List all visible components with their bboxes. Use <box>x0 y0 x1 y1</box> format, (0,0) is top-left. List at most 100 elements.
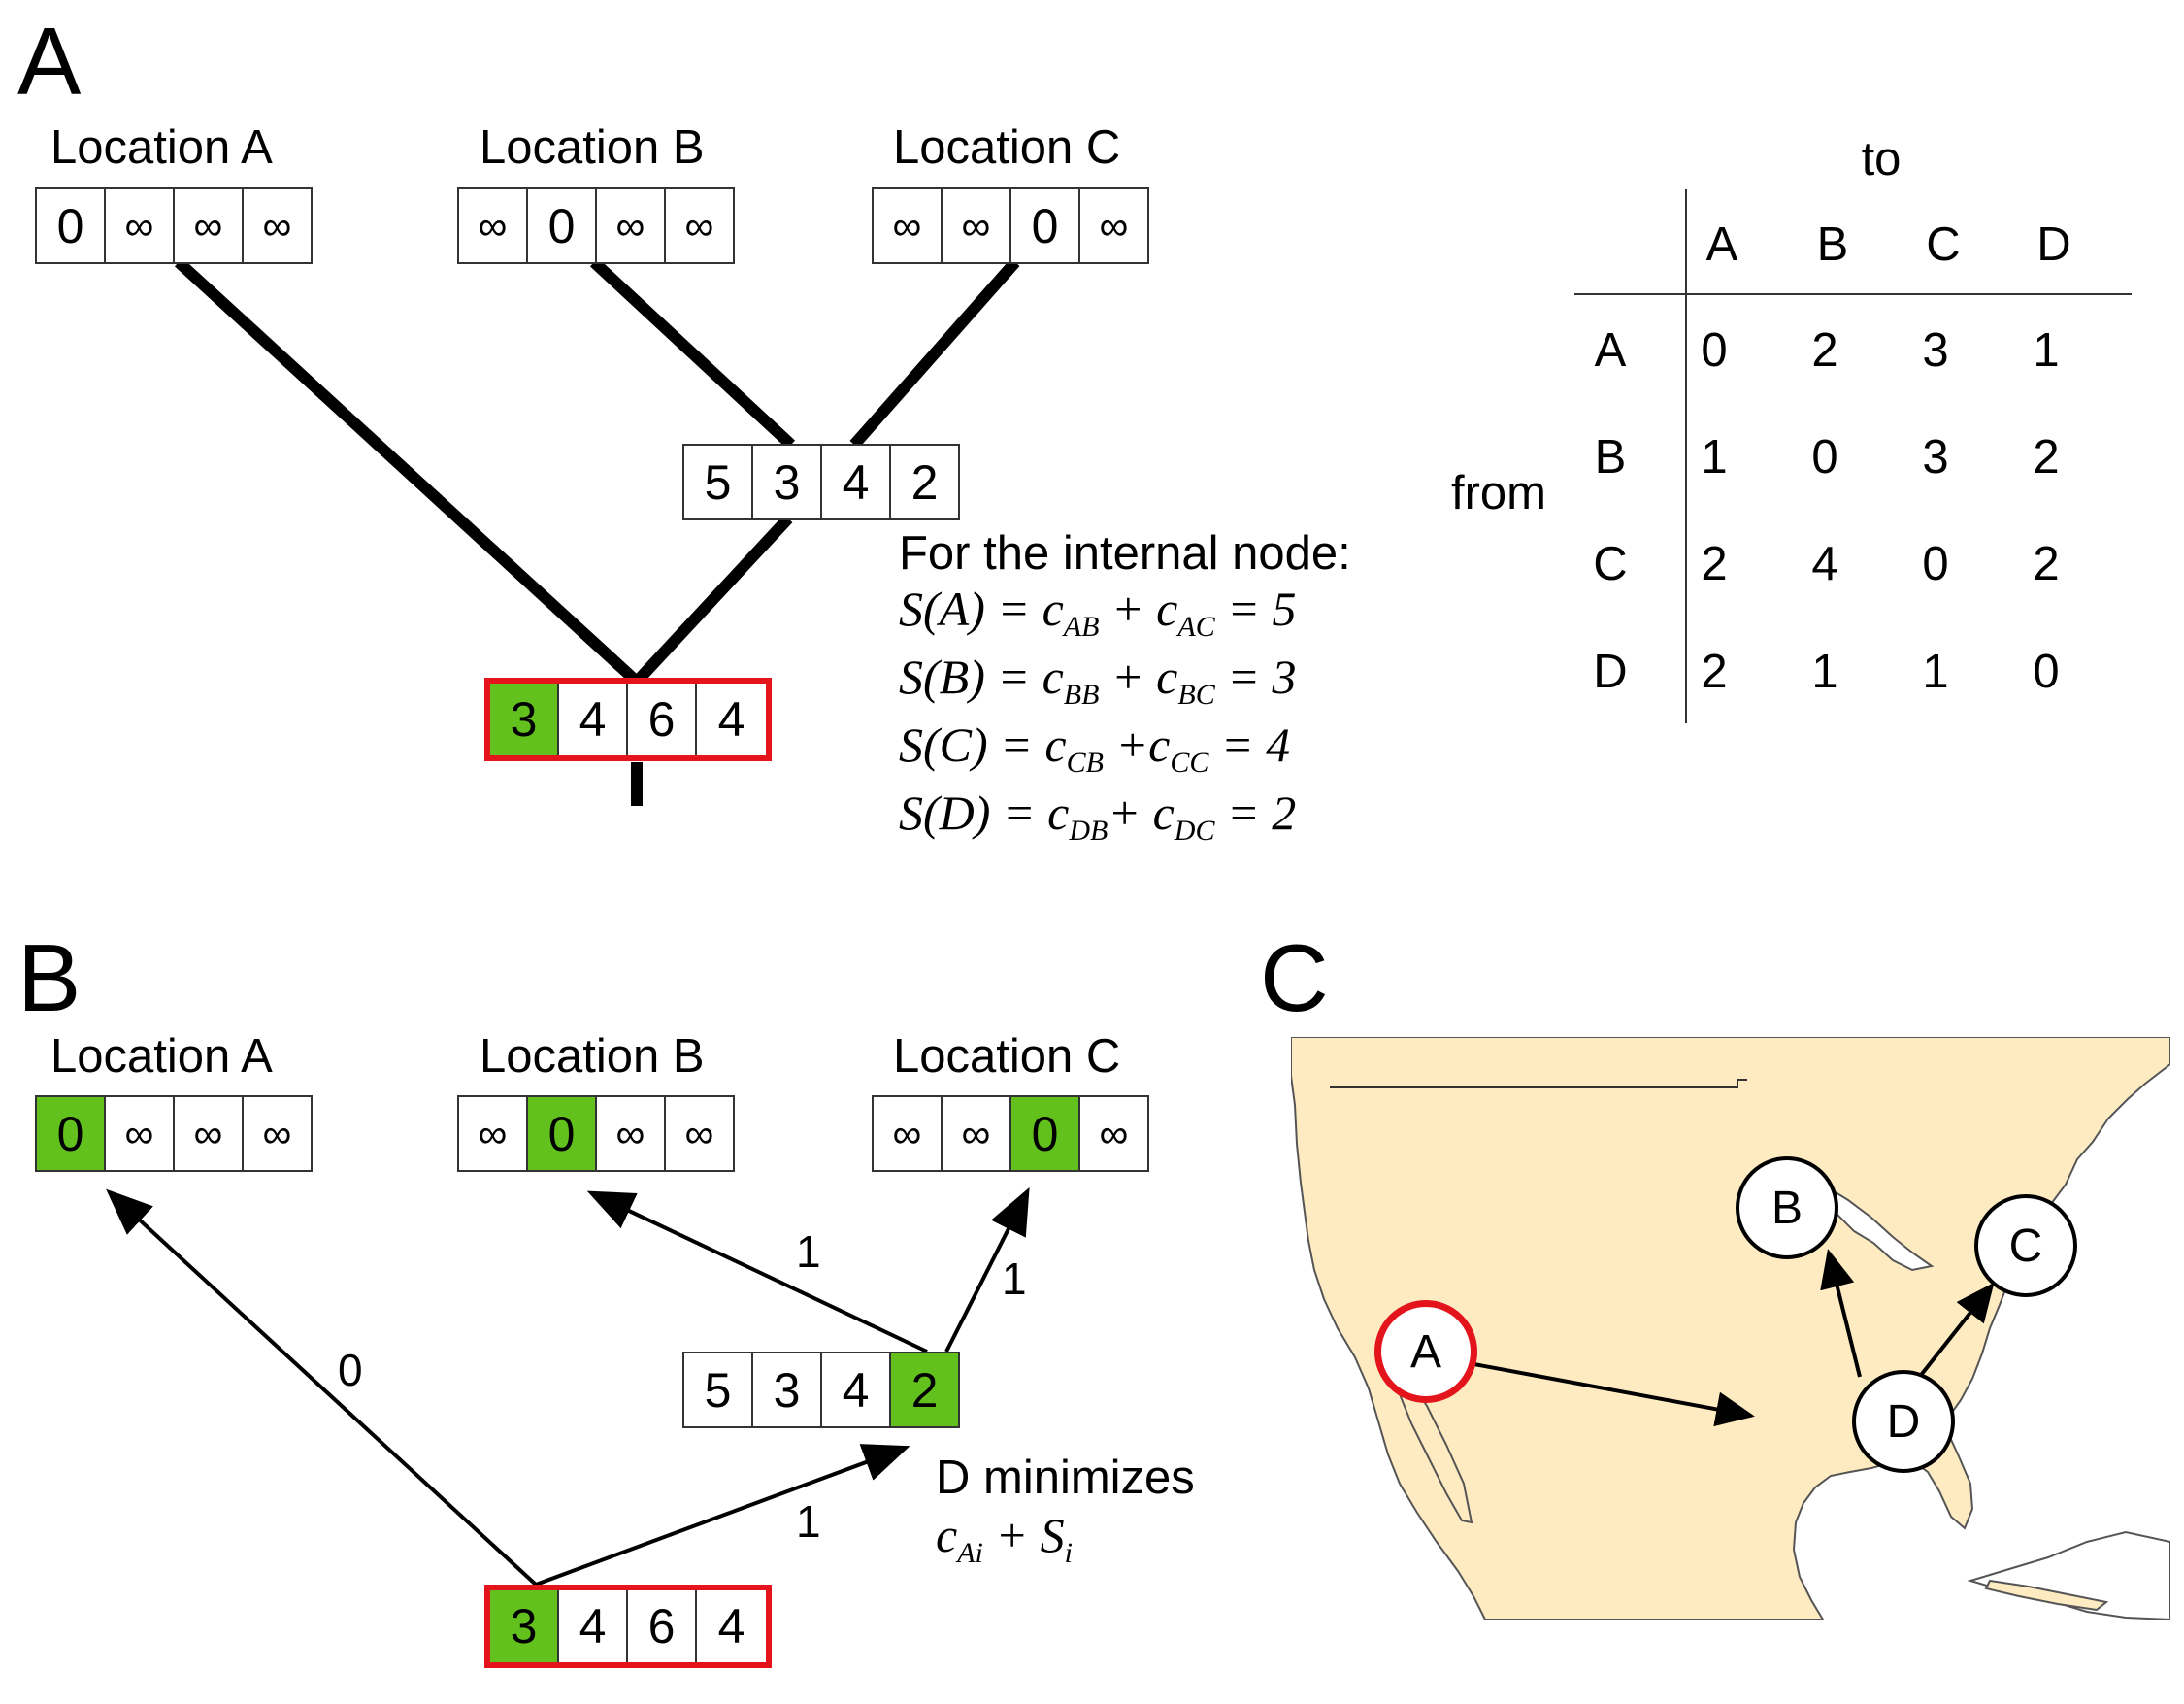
weight-to-a: 0 <box>338 1345 363 1395</box>
cell: ∞ <box>175 1097 244 1172</box>
map-node-a: A <box>1374 1300 1477 1403</box>
cell: 3 <box>753 1353 822 1428</box>
matrix-cell: 1 <box>2033 324 2060 377</box>
location-b-label-b: Location B <box>480 1030 705 1083</box>
location-c-label-b: Location C <box>893 1030 1121 1083</box>
arrow-root-to-a <box>106 1188 538 1587</box>
panel-a-letter: A <box>17 8 82 115</box>
formula-title: For the internal node: <box>899 527 1351 580</box>
map-node-b: B <box>1736 1156 1838 1259</box>
matrix-row-header: B <box>1594 431 1627 484</box>
leaf-vector-c: ∞ ∞ 0 ∞ <box>872 187 1149 264</box>
matrix-col-header: D <box>2036 218 2071 271</box>
formula-s-d: S(D) = cDB+ cDC = 2 <box>899 785 1297 847</box>
cell: 0 <box>528 189 597 264</box>
matrix-cell: 0 <box>1701 324 1728 377</box>
matrix-col-header: C <box>1926 218 1961 271</box>
weight-to-c: 1 <box>1002 1253 1027 1304</box>
cell: 0 <box>1011 189 1080 264</box>
weight-to-internal: 1 <box>796 1496 821 1547</box>
arrow-internal-to-b <box>586 1190 928 1353</box>
cell: 0 <box>1011 1097 1080 1172</box>
cell: ∞ <box>1080 189 1149 264</box>
matrix-cell: 3 <box>1922 324 1949 377</box>
cell: 6 <box>628 1590 697 1662</box>
cell: ∞ <box>943 1097 1011 1172</box>
cell: 6 <box>628 684 697 755</box>
cell: ∞ <box>244 1097 313 1172</box>
cell: ∞ <box>1080 1097 1149 1172</box>
matrix-cell: 2 <box>1811 324 1838 377</box>
location-b-label: Location B <box>480 121 705 174</box>
cell: ∞ <box>244 189 313 264</box>
internal-vector-a: 5 3 4 2 <box>682 444 960 520</box>
cell: ∞ <box>459 189 528 264</box>
cell: ∞ <box>459 1097 528 1172</box>
leaf-vector-b: ∞ 0 ∞ ∞ <box>457 187 735 264</box>
cell: 4 <box>559 684 628 755</box>
cell: 4 <box>822 1353 891 1428</box>
cell: ∞ <box>874 1097 943 1172</box>
matrix-cell: 2 <box>1701 646 1728 698</box>
matrix-row-header: C <box>1593 538 1628 590</box>
matrix-cell: 0 <box>1922 538 1949 590</box>
matrix-cell: 2 <box>1701 538 1728 590</box>
leaf-vector-a-b: 0 ∞ ∞ ∞ <box>35 1095 313 1172</box>
internal-vector-b: 5 3 4 2 <box>682 1352 960 1428</box>
baja <box>1398 1374 1473 1524</box>
cuba <box>1984 1579 2109 1612</box>
cell: 4 <box>822 446 891 520</box>
panel-c-letter: C <box>1260 924 1329 1031</box>
matrix-col-header: A <box>1705 218 1738 271</box>
edge-a-leaf-c <box>849 258 1020 449</box>
matrix-to-label: to <box>1861 133 1902 185</box>
matrix-cell: 4 <box>1811 538 1838 590</box>
matrix-horizontal-rule <box>1574 293 2132 295</box>
cell: 2 <box>891 1353 960 1428</box>
cell: ∞ <box>943 189 1011 264</box>
cell: 4 <box>697 684 766 755</box>
edge-d-b <box>1820 1249 1862 1378</box>
formula-s-b: S(B) = cBB + cBC = 3 <box>899 650 1297 711</box>
matrix-cell: 0 <box>2033 646 2060 698</box>
matrix-row-header: A <box>1594 324 1627 377</box>
matrix-cell: 1 <box>1701 431 1728 484</box>
cell: ∞ <box>874 189 943 264</box>
cost-matrix: to from A B C D A B C D 0 2 3 1 1 0 3 2 … <box>1451 133 2071 698</box>
canada-border <box>1330 1079 1747 1088</box>
cell: 5 <box>684 1353 753 1428</box>
weight-to-b: 1 <box>796 1226 821 1277</box>
edge-a-leaf-b <box>589 257 796 450</box>
cell: ∞ <box>106 1097 175 1172</box>
map-node-c: C <box>1974 1194 2077 1297</box>
root-vector-a: 3 4 6 4 <box>484 678 772 761</box>
leaf-vector-c-b: ∞ ∞ 0 ∞ <box>872 1095 1149 1172</box>
location-c-label: Location C <box>893 121 1121 174</box>
matrix-cell: 2 <box>2033 431 2060 484</box>
cell: ∞ <box>597 1097 666 1172</box>
formula-s-c: S(C) = cCB +cCC = 4 <box>899 718 1291 779</box>
cell: ∞ <box>106 189 175 264</box>
matrix-cell: 1 <box>1922 646 1949 698</box>
cell: 3 <box>753 446 822 520</box>
minimizes-note: D minimizes <box>936 1452 1195 1504</box>
matrix-cell: 0 <box>1811 431 1838 484</box>
cell: ∞ <box>597 189 666 264</box>
matrix-vertical-rule <box>1685 189 1687 723</box>
cell: 5 <box>684 446 753 520</box>
cell: ∞ <box>175 189 244 264</box>
panel-b-letter: B <box>17 924 82 1031</box>
edge-d-c <box>1916 1282 1995 1381</box>
matrix-col-header: B <box>1816 218 1849 271</box>
cell: 3 <box>490 684 559 755</box>
matrix-row-header: D <box>1593 646 1628 698</box>
leaf-vector-a: 0 ∞ ∞ ∞ <box>35 187 313 264</box>
matrix-cell: 3 <box>1922 431 1949 484</box>
cell: ∞ <box>666 189 735 264</box>
edge-a-d <box>1426 1353 1755 1427</box>
cell: 4 <box>559 1590 628 1662</box>
root-vector-b: 3 4 6 4 <box>484 1585 772 1668</box>
arrow-internal-to-c <box>944 1186 1030 1353</box>
formula-s-a: S(A) = cAB + cAC = 5 <box>899 582 1297 643</box>
